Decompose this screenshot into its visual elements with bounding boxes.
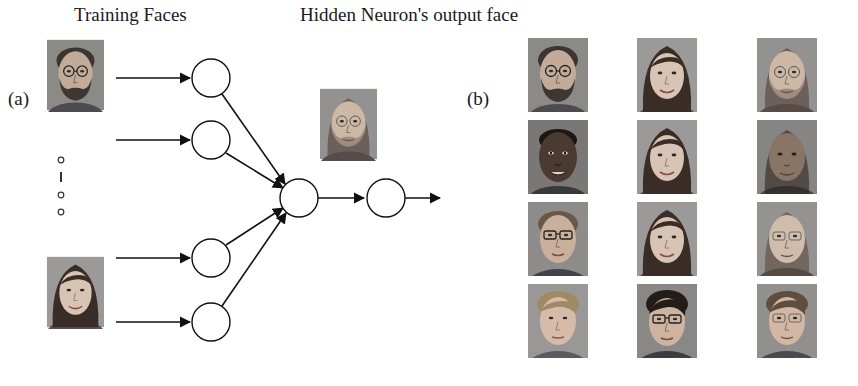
column-heading: Training Faces bbox=[74, 4, 187, 26]
ellipsis-dots bbox=[58, 157, 64, 215]
training-face bbox=[47, 40, 104, 129]
hidden-neurons bbox=[280, 179, 405, 217]
training-face bbox=[528, 284, 588, 381]
panel-label: (b) bbox=[467, 88, 489, 110]
training-face bbox=[528, 120, 588, 214]
output-face bbox=[757, 120, 817, 214]
training-face bbox=[637, 284, 697, 381]
input-neurons bbox=[192, 59, 230, 341]
training-face bbox=[637, 38, 697, 132]
training-face bbox=[637, 202, 697, 296]
column-heading: Hidden Neuron's output face bbox=[300, 4, 518, 26]
panel-label: (a) bbox=[8, 88, 29, 110]
output-face bbox=[757, 284, 817, 381]
output-face bbox=[757, 202, 817, 296]
training-face bbox=[47, 257, 104, 346]
training-face bbox=[528, 38, 588, 132]
output-face bbox=[757, 38, 817, 132]
face-grid bbox=[528, 38, 817, 381]
output-face bbox=[320, 89, 377, 178]
training-face bbox=[637, 120, 697, 214]
input-arrows bbox=[116, 78, 190, 322]
